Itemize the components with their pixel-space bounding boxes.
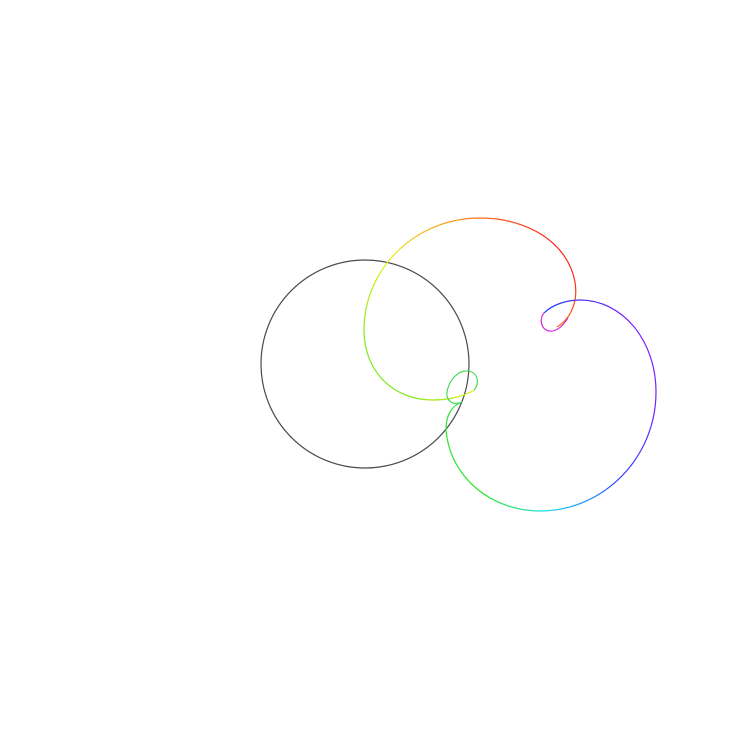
cool-arc	[445, 299, 657, 512]
magenta-loop	[540, 312, 569, 332]
warm-arc	[363, 217, 577, 401]
green-loop	[446, 370, 478, 404]
dark-circle	[260, 259, 470, 469]
